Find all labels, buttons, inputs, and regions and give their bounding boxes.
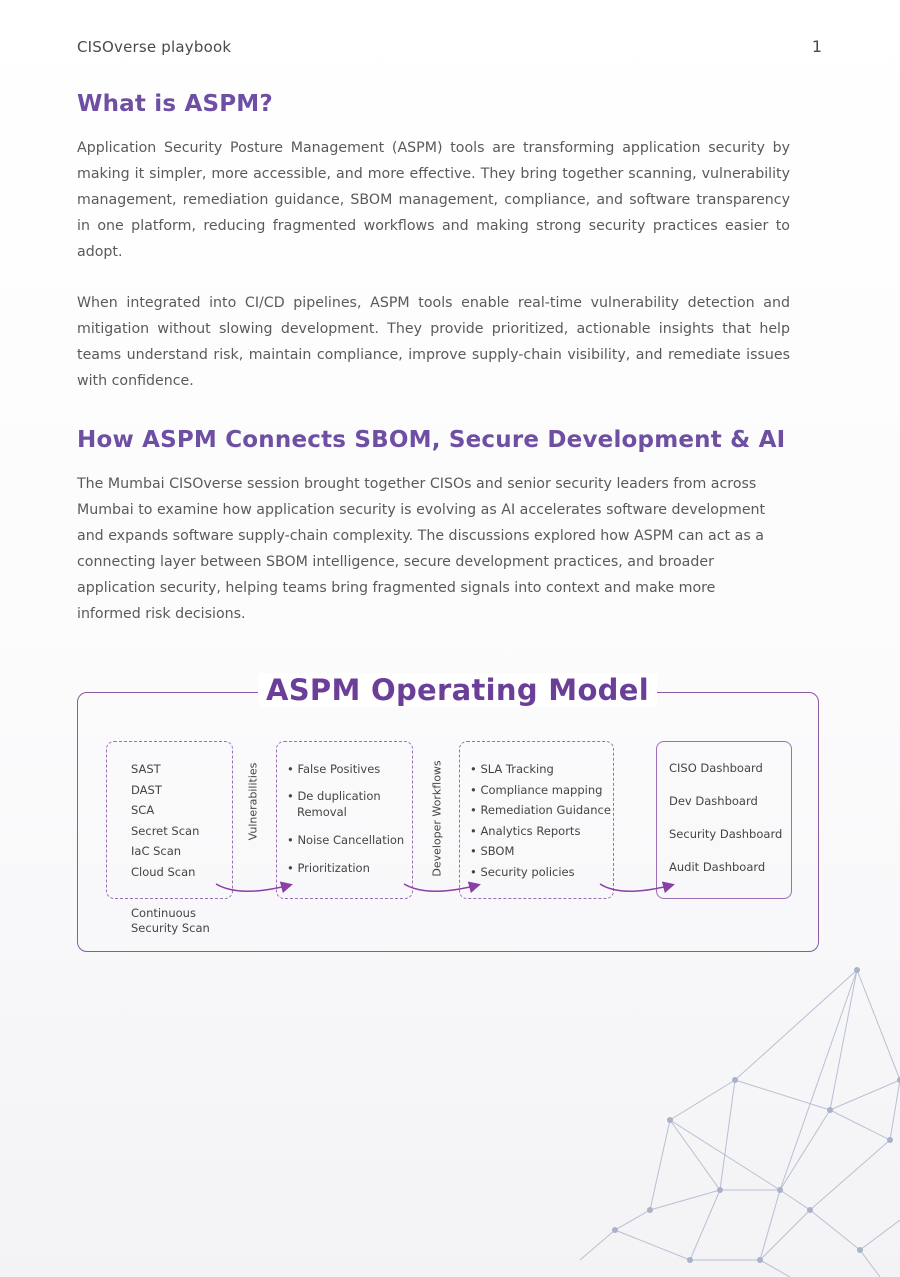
workflow-item: • Remediation Guidance bbox=[470, 803, 611, 817]
processing-item: • False Positives bbox=[287, 762, 381, 776]
scans-box: SAST DAST SCA Secret Scan IaC Scan Cloud… bbox=[106, 741, 233, 899]
continuous-scan-label: Continuous Security Scan bbox=[131, 906, 210, 936]
operating-model-title: ASPM Operating Model bbox=[258, 673, 657, 707]
processing-item: Removal bbox=[297, 804, 347, 819]
continuous-line: Continuous bbox=[131, 906, 196, 920]
network-decoration bbox=[579, 967, 900, 1277]
processing-item: • Noise Cancellation bbox=[287, 832, 405, 847]
paragraph-aspm-cicd: When integrated into CI/CD pipelines, AS… bbox=[77, 295, 790, 389]
scan-item: SCA bbox=[131, 803, 155, 817]
dashboard-item: Dev Dashboard bbox=[669, 794, 758, 808]
dashboard-item: Audit Dashboard bbox=[669, 860, 766, 874]
workflow-item: • Security policies bbox=[470, 864, 575, 879]
processing-item: • Prioritization bbox=[287, 861, 370, 875]
section-heading-what-is-aspm: What is ASPM? bbox=[77, 91, 273, 117]
processing-box: • False Positives • De duplication Remov… bbox=[276, 741, 413, 899]
scan-item: DAST bbox=[131, 782, 162, 797]
workflow-item: • SBOM bbox=[470, 844, 515, 858]
workflow-item: • SLA Tracking bbox=[470, 762, 554, 776]
dashboard-item: CISO Dashboard bbox=[669, 761, 763, 775]
section-heading-how-aspm-connects: How ASPM Connects SBOM, Secure Developme… bbox=[77, 427, 786, 453]
dashboard-item: Security Dashboard bbox=[669, 827, 783, 841]
dashboards-box: CISO Dashboard Dev Dashboard Security Da… bbox=[656, 741, 792, 899]
processing-item: • De duplication bbox=[287, 788, 381, 803]
scan-item: Cloud Scan bbox=[131, 864, 196, 879]
scan-item: SAST bbox=[131, 762, 161, 776]
page-number: 1 bbox=[811, 37, 822, 56]
workflow-item: • Analytics Reports bbox=[470, 823, 581, 838]
scan-item: IaC Scan bbox=[131, 844, 182, 858]
continuous-line: Security Scan bbox=[131, 921, 210, 935]
workflow-item: • Compliance mapping bbox=[470, 782, 603, 797]
developer-workflows-label: Developer Workflows bbox=[430, 760, 444, 877]
paragraph-aspm-intro: Application Security Posture Management … bbox=[77, 140, 790, 260]
paragraph-mumbai-session: The Mumbai CISOverse session brought tog… bbox=[77, 476, 766, 622]
document-title: CISOverse playbook bbox=[77, 38, 232, 56]
workflows-box: • SLA Tracking • Compliance mapping • Re… bbox=[459, 741, 614, 899]
vulnerabilities-label: Vulnerabilities bbox=[246, 762, 260, 841]
scan-item: Secret Scan bbox=[131, 823, 200, 838]
